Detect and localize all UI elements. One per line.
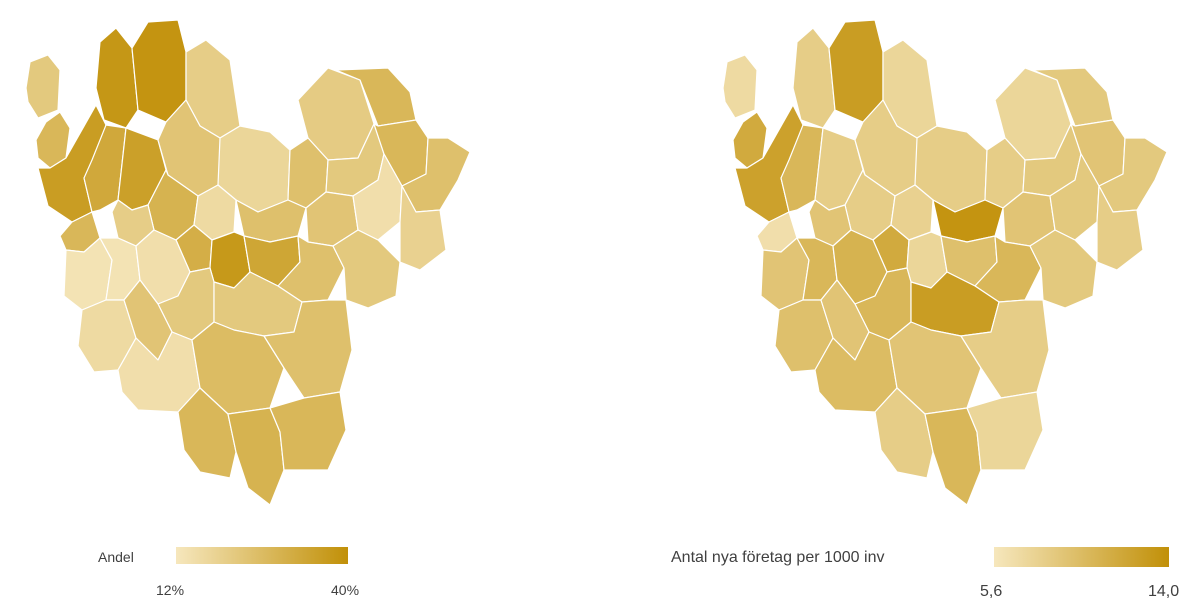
municipality-region <box>177 387 237 479</box>
legend-min-label: 12% <box>156 582 185 598</box>
municipality-region <box>25 54 61 119</box>
municipality-region <box>932 199 1004 243</box>
map-regions-right <box>722 19 1168 506</box>
municipality-region <box>960 299 1050 399</box>
municipality-region <box>732 111 768 169</box>
legend-max-label: 40% <box>331 582 360 598</box>
legend-min-label: 5,6 <box>980 583 1003 600</box>
municipality-region <box>95 27 139 129</box>
municipality-region <box>399 185 447 271</box>
municipality-region <box>131 19 187 123</box>
municipality-region <box>874 387 934 479</box>
map-left <box>8 0 478 540</box>
municipality-region <box>1029 229 1098 309</box>
choropleth-map-left <box>25 19 471 506</box>
municipality-region <box>269 391 347 471</box>
municipality-region <box>1096 185 1144 271</box>
municipality-region <box>332 229 401 309</box>
choropleth-map-right <box>722 19 1168 506</box>
legend-title: Andel <box>98 549 134 565</box>
map-regions-left <box>25 19 471 506</box>
municipality-region <box>780 124 824 213</box>
municipality-region <box>792 27 836 129</box>
legend-title: Antal nya företag per 1000 inv <box>671 549 885 566</box>
municipality-region <box>83 124 127 213</box>
municipality-region <box>35 111 71 169</box>
municipality-region <box>966 391 1044 471</box>
municipality-region <box>828 19 884 123</box>
legend-gradient-bar <box>176 547 348 564</box>
municipality-region <box>235 199 307 243</box>
municipality-region <box>722 54 758 119</box>
municipality-region <box>263 299 353 399</box>
map-right <box>705 0 1175 540</box>
legend-max-label: 14,0 <box>1148 583 1180 600</box>
legend-gradient-bar <box>994 547 1169 567</box>
